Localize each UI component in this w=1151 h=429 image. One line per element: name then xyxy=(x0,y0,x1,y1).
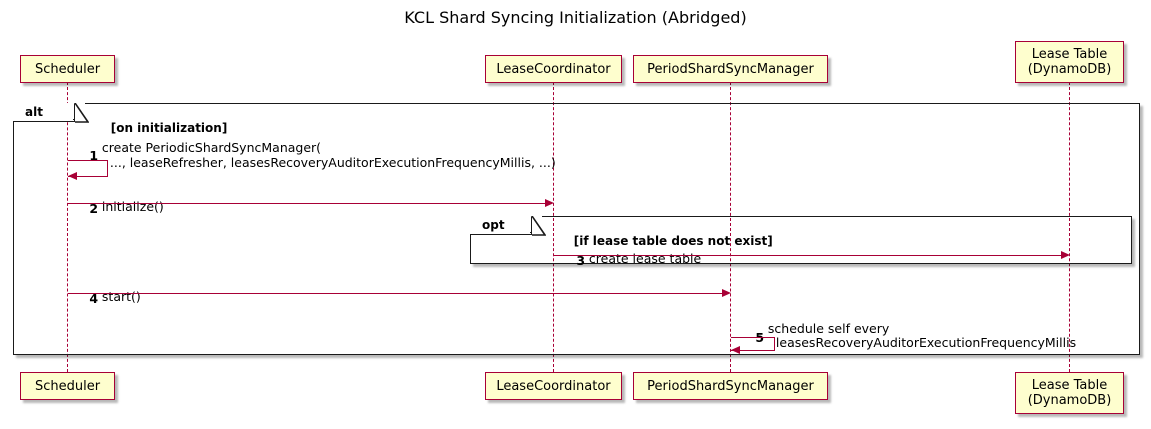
opt-frame-tab: opt xyxy=(470,214,542,235)
message-3-line xyxy=(554,255,1062,256)
participant-periodshardsyncmanager-bottom[interactable]: PeriodShardSyncManager xyxy=(633,372,828,400)
participant-periodshardsyncmanager-top-label: PeriodShardSyncManager xyxy=(647,61,814,77)
alt-frame-condition-text: [on initialization] xyxy=(110,121,228,135)
message-5-label-line1: schedule self every xyxy=(767,321,890,336)
message-2-arrow-head xyxy=(545,198,554,207)
participant-scheduler-bottom[interactable]: Scheduler xyxy=(20,372,115,400)
alt-frame-tab: alt xyxy=(13,101,85,122)
message-4-arrow-head xyxy=(722,288,731,297)
lifeline-scheduler xyxy=(67,82,68,372)
opt-frame-condition-text: [if lease table does not exist] xyxy=(573,234,773,248)
message-4-label: start() xyxy=(101,289,141,304)
participant-leasecoordinator-top[interactable]: LeaseCoordinator xyxy=(485,55,622,83)
message-1-label-line2: ..., leaseRefresher, leasesRecoveryAudit… xyxy=(109,155,556,170)
message-1-number: 1 xyxy=(89,148,99,163)
message-3-number: 3 xyxy=(576,253,586,268)
message-1-label-line1: create PeriodicShardSyncManager( xyxy=(101,140,322,155)
diagram-title: KCL Shard Syncing Initialization (Abridg… xyxy=(404,8,747,27)
message-5-self-loop xyxy=(731,337,775,351)
message-2-line xyxy=(68,203,546,204)
participant-periodshardsyncmanager-top[interactable]: PeriodShardSyncManager xyxy=(633,55,828,83)
message-3-arrow-head xyxy=(1061,250,1070,259)
participant-leasetable-bottom-label-line1: Lease Table xyxy=(1031,378,1108,393)
participant-leasetable-bottom[interactable]: Lease Table (DynamoDB) xyxy=(1015,372,1124,414)
opt-frame xyxy=(470,216,1132,264)
alt-frame-condition: [on initialization] xyxy=(94,107,228,149)
alt-frame xyxy=(13,103,1140,355)
lifeline-leasecoordinator xyxy=(553,82,554,372)
participant-scheduler-top-label: Scheduler xyxy=(34,61,101,77)
message-2-label: initialize() xyxy=(101,199,164,214)
opt-frame-condition: [if lease table does not exist] xyxy=(557,220,773,262)
opt-frame-tab-corner xyxy=(532,216,546,236)
message-5-label-line2: leasesRecoveryAuditorExecutionFrequencyM… xyxy=(775,335,1077,350)
participant-leasecoordinator-top-label: LeaseCoordinator xyxy=(496,61,611,77)
lifeline-leasetable xyxy=(1069,82,1070,372)
alt-frame-tab-corner xyxy=(75,103,89,123)
alt-frame-keyword: alt xyxy=(25,105,43,119)
participant-periodshardsyncmanager-bottom-label: PeriodShardSyncManager xyxy=(647,378,814,394)
message-3-label: create lease table xyxy=(588,251,702,266)
message-4-line xyxy=(68,293,723,294)
message-4-number: 4 xyxy=(89,291,99,306)
message-2-number: 2 xyxy=(89,201,99,216)
message-1-arrow-head xyxy=(68,172,77,180)
participant-leasetable-top-label-line2: (DynamoDB) xyxy=(1027,62,1112,77)
lifeline-periodshardsyncmanager xyxy=(730,82,731,372)
participant-leasetable-top-label-line1: Lease Table xyxy=(1031,47,1108,62)
participant-leasetable-top[interactable]: Lease Table (DynamoDB) xyxy=(1015,41,1124,83)
opt-frame-keyword: opt xyxy=(482,218,505,232)
message-1-self-loop xyxy=(68,160,108,177)
participant-leasecoordinator-bottom-label: LeaseCoordinator xyxy=(496,378,611,394)
message-5-arrow-head xyxy=(731,346,740,354)
participant-scheduler-top[interactable]: Scheduler xyxy=(20,55,115,83)
participant-leasecoordinator-bottom[interactable]: LeaseCoordinator xyxy=(485,372,622,400)
participant-scheduler-bottom-label: Scheduler xyxy=(34,378,101,394)
participant-leasetable-bottom-label-line2: (DynamoDB) xyxy=(1027,393,1112,408)
